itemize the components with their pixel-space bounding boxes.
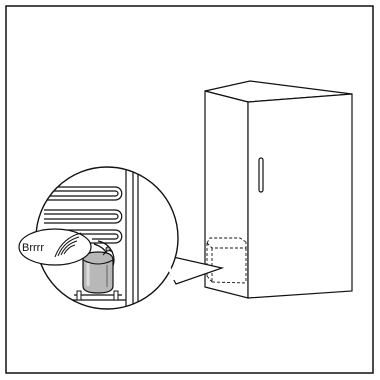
fridge-handle [258, 157, 264, 193]
condenser-coils [40, 186, 123, 244]
sound-waves-icon [54, 232, 82, 258]
refrigerator-icon [204, 80, 353, 299]
magnified-view [40, 167, 139, 309]
speech-bubble-outline [18, 228, 92, 266]
sound-text: Brrrr [22, 242, 44, 254]
hidden-compressor-box [206, 237, 247, 284]
sound-speech-bubble: Brrrr [18, 228, 92, 266]
fridge-front [247, 93, 353, 299]
compressor-icon [70, 246, 126, 301]
